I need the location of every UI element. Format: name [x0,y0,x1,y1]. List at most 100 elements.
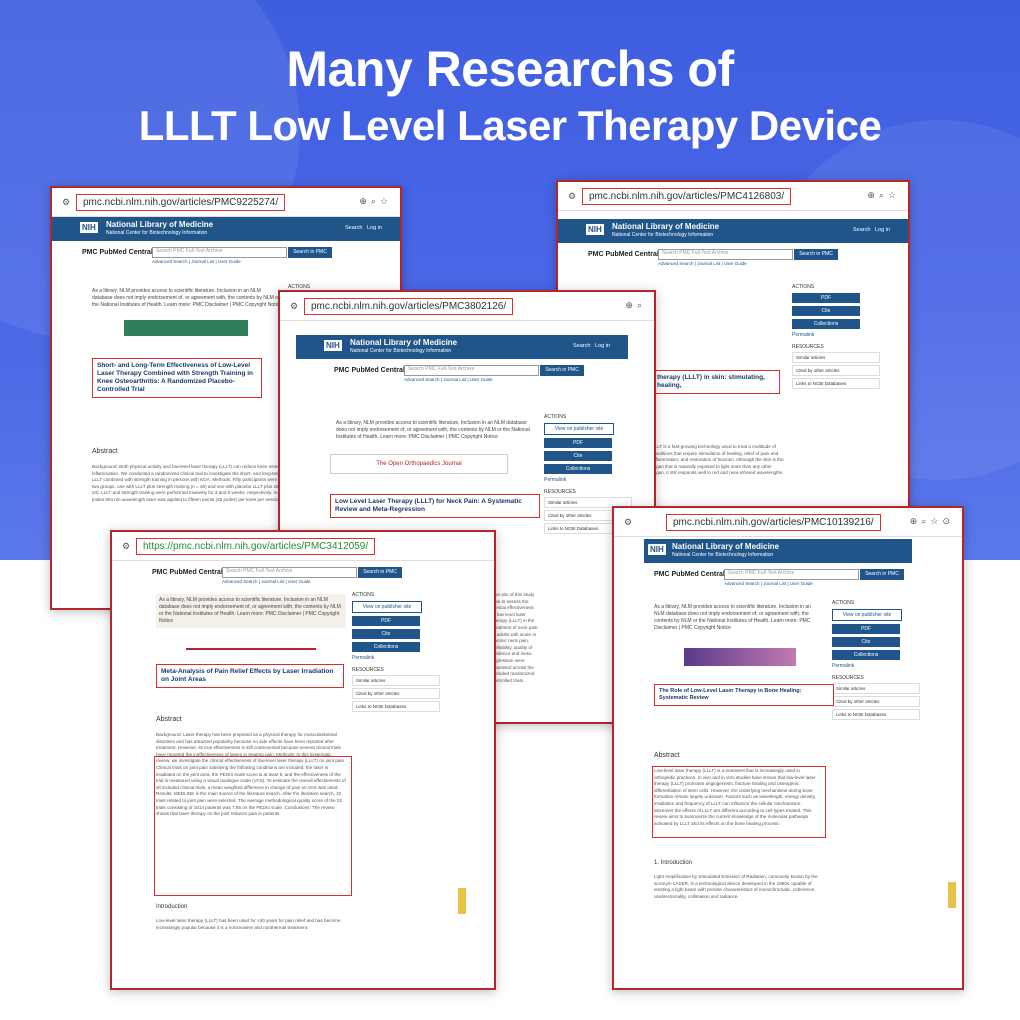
permalink-link[interactable]: Permalink [792,332,815,338]
permalink-link[interactable]: Permalink [832,663,855,669]
pmc-logo[interactable]: PMC PubMed Central [588,251,659,258]
abstract-text: The aim of this study was to assess the … [492,592,538,683]
pmc-search-input[interactable]: Search PMC Full-Text Archive [152,247,287,258]
feedback-tab[interactable] [948,882,956,908]
pmc-search-input[interactable]: Search PMC Full-Text Archive [404,365,539,376]
pdf-button[interactable]: PDF [544,438,612,448]
collections-button[interactable]: Collections [832,650,900,660]
pmc-logo[interactable]: PMC PubMed Central [82,249,153,256]
pmc-search-row: PMC PubMed Central Search PMC Full-Text … [624,563,962,589]
url-field[interactable]: pmc.ncbi.nlm.nih.gov/articles/PMC4126803… [582,188,792,205]
links-ncbi[interactable]: Links to NCBI Databases [352,701,440,712]
cited-by[interactable]: Cited by other articles [832,696,920,707]
cited-by[interactable]: Cited by other articles [792,365,880,376]
introduction-heading: 1. Introduction [654,860,693,866]
pmc-logo[interactable]: PMC PubMed Central [654,571,725,578]
pmc-search-button[interactable]: Search in PMC [794,249,838,260]
nih-logo[interactable]: NIH [80,222,98,233]
nih-logo[interactable]: NIH [324,340,342,351]
view-publisher-button[interactable]: View on publisher site [352,601,422,613]
url-field[interactable]: pmc.ncbi.nlm.nih.gov/articles/PMC1013921… [666,514,881,531]
cite-button[interactable]: Cite [352,629,420,639]
similar-articles[interactable]: Similar articles [352,675,440,686]
similar-articles[interactable]: Similar articles [544,497,632,508]
abstract-heading: Abstract [92,448,118,455]
view-publisher-button[interactable]: View on publisher site [832,609,902,621]
pdf-button[interactable]: PDF [352,616,420,626]
pmc-search-row: PMC PubMed Central Search PMC Full-Text … [558,243,908,269]
sidebar: ACTIONS View on publisher site PDF Cite … [832,600,920,722]
article-title[interactable]: Short- and Long-Term Effectiveness of Lo… [92,358,262,398]
pdf-button[interactable]: PDF [792,293,860,303]
site-settings-icon[interactable]: ⚙ [290,301,299,311]
pdf-button[interactable]: PDF [832,624,900,634]
url-field[interactable]: https://pmc.ncbi.nlm.nih.gov/articles/PM… [136,538,376,555]
browser-toolbar-icons[interactable]: ⊕⌕☆ [359,196,392,206]
actions-label: ACTIONS [288,284,311,290]
browser-toolbar-icons[interactable]: ⊕⌕☆⊙ [909,516,954,526]
site-settings-icon[interactable]: ⚙ [122,541,131,551]
pmc-search-button[interactable]: Search in PMC [358,567,402,578]
abstract-heading: Abstract [156,716,182,723]
url-field[interactable]: pmc.ncbi.nlm.nih.gov/articles/PMC3802126… [304,298,514,315]
similar-articles[interactable]: Similar articles [832,683,920,694]
collections-button[interactable]: Collections [544,464,612,474]
journal-banner: The Open Orthopaedics Journal [330,454,508,474]
nlm-notice: As a library, NLM provides access to sci… [92,288,282,308]
sidebar: ACTIONS PDF Cite Collections Permalink R… [792,284,880,391]
cite-button[interactable]: Cite [544,451,612,461]
url-field[interactable]: pmc.ncbi.nlm.nih.gov/articles/PMC9225274… [76,194,286,211]
pmc-search-button[interactable]: Search in PMC [860,569,904,580]
cited-by[interactable]: Cited by other articles [352,688,440,699]
permalink-link[interactable]: Permalink [544,477,567,483]
journal-header-image [186,632,316,650]
cite-button[interactable]: Cite [792,306,860,316]
article-title[interactable]: Meta-Analysis of Pain Relief Effects by … [156,664,344,688]
nih-logo[interactable]: NIH [648,544,666,555]
feedback-tab[interactable] [458,888,466,914]
nlm-notice: As a library, NLM provides access to sci… [654,604,811,631]
pmc-search-input[interactable]: Search PMC Full-Text Archive [724,569,859,580]
pmc-search-input[interactable]: Search PMC Full-Text Archive [222,567,357,578]
pmc-search-input[interactable]: Search PMC Full-Text Archive [658,249,793,260]
view-publisher-button[interactable]: View on publisher site [544,423,614,435]
pmc-logo[interactable]: PMC PubMed Central [152,569,223,576]
pmc-links[interactable]: Advanced Search | Journal List | User Gu… [404,377,493,382]
site-settings-icon[interactable]: ⚙ [568,191,577,201]
links-ncbi[interactable]: Links to NCBI Databases [832,709,920,720]
similar-articles[interactable]: Similar articles [792,352,880,363]
permalink-link[interactable]: Permalink [352,655,375,661]
journal-header-image [684,648,796,666]
pmc-search-button[interactable]: Search in PMC [288,247,332,258]
browser-toolbar-icons[interactable]: ⊕⌕ [625,300,646,310]
article-title[interactable]: Low Level Laser Therapy (LLLT) for Neck … [330,494,540,518]
pmc-links[interactable]: Advanced Search | Journal List | User Gu… [658,261,747,266]
nih-header: NIH National Library of Medicine Nationa… [296,335,628,359]
article-title[interactable]: therapy (LLLT) in skin: stimulating, hea… [652,370,780,394]
browser-toolbar-icons[interactable]: ⊕⌕☆ [867,190,900,200]
browser-url-bar: ⚙ https://pmc.ncbi.nlm.nih.gov/articles/… [112,532,494,561]
article-card-pmc3412059: ⚙ https://pmc.ncbi.nlm.nih.gov/articles/… [110,530,496,990]
site-settings-icon[interactable]: ⚙ [62,197,71,207]
pmc-search-row: PMC PubMed Central Search PMC Full-Text … [304,359,654,385]
nih-logo[interactable]: NIH [586,224,604,235]
site-settings-icon[interactable]: ⚙ [624,517,633,527]
pmc-links[interactable]: Advanced Search | Journal List | User Gu… [222,579,311,584]
pmc-links[interactable]: Advanced Search | Journal List | User Gu… [152,259,241,264]
pmc-search-row: PMC PubMed Central Search PMC Full-Text … [122,561,494,587]
abstract-text: Background: Laser therapy has been propo… [156,732,346,817]
nlm-notice: As a library, NLM provides access to sci… [156,594,346,628]
pmc-logo[interactable]: PMC PubMed Central [334,367,405,374]
links-ncbi[interactable]: Links to NCBI Databases [792,378,880,389]
cite-button[interactable]: Cite [832,637,900,647]
headline-line-2: LLLT Low Level Laser Therapy Device [138,102,882,149]
nlm-notice: As a library, NLM provides access to sci… [336,420,530,440]
pmc-search-button[interactable]: Search in PMC [540,365,584,376]
browser-url-bar: ⚙ pmc.ncbi.nlm.nih.gov/articles/PMC41268… [558,182,908,211]
article-title[interactable]: The Role of Low-Level Laser Therapy in B… [654,684,834,706]
collections-button[interactable]: Collections [352,642,420,652]
pmc-search-row: PMC PubMed Central Search PMC Full-Text … [52,241,400,267]
browser-url-bar: ⚙ pmc.ncbi.nlm.nih.gov/articles/PMC10139… [614,508,962,537]
collections-button[interactable]: Collections [792,319,860,329]
pmc-links[interactable]: Advanced Search | Journal List | User Gu… [724,581,813,586]
